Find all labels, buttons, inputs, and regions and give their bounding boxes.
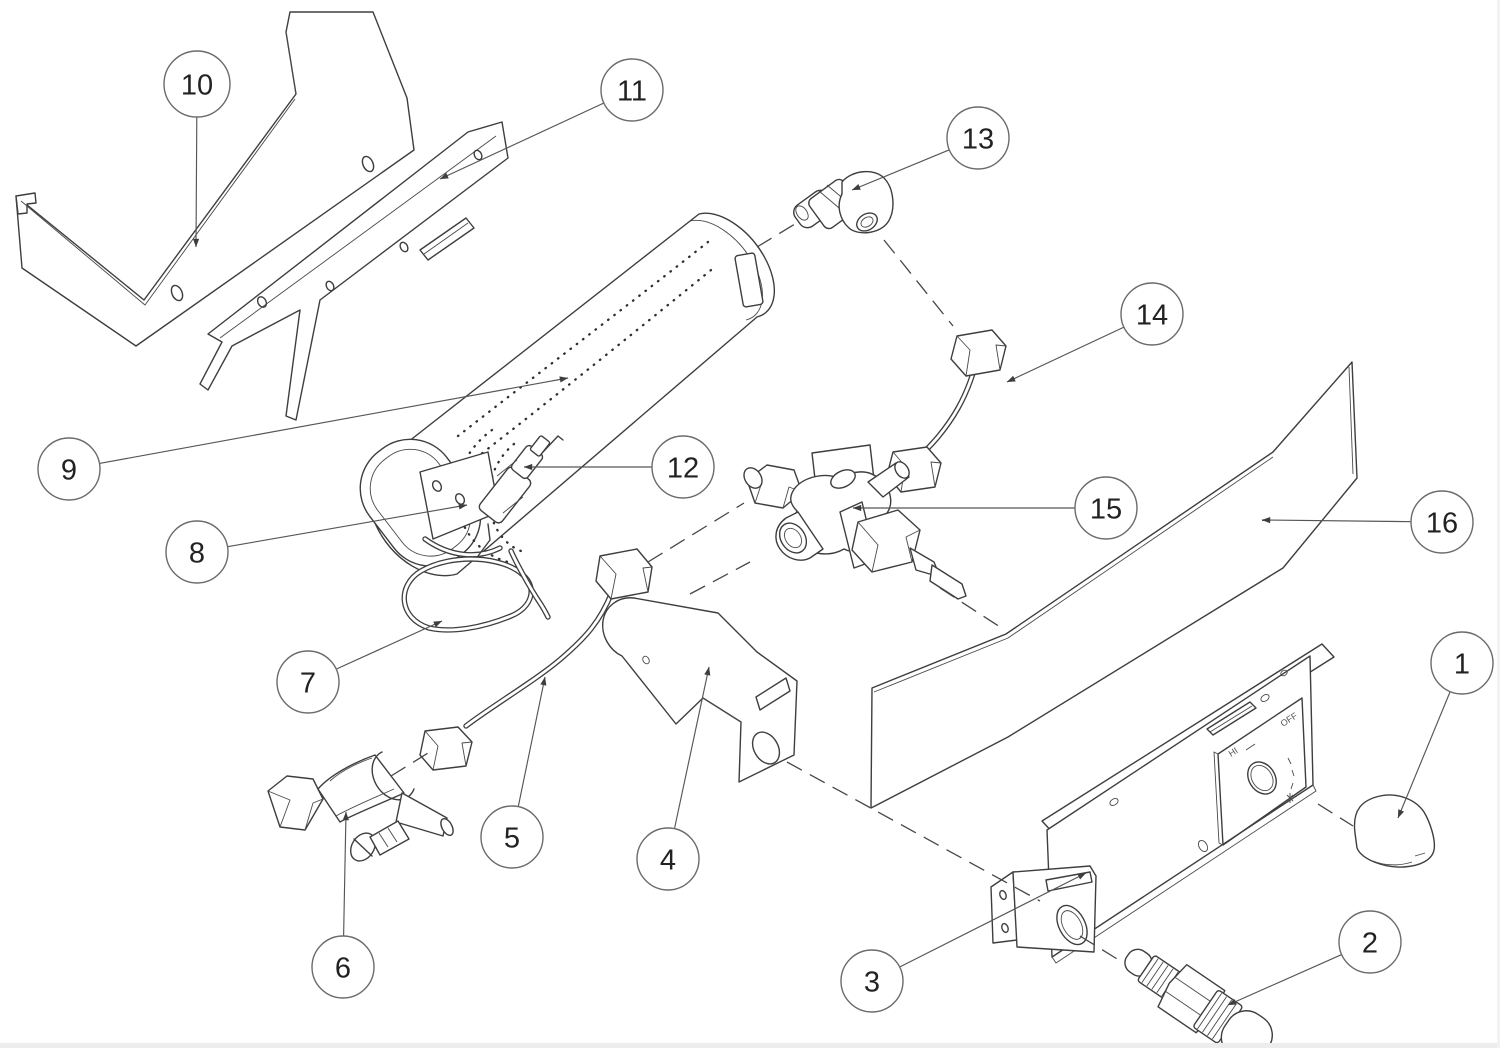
part-10-burner-housing-bracket	[15, 11, 415, 347]
callout-number-3: 3	[864, 966, 880, 998]
leader-line-16	[1261, 516, 1412, 524]
leader-line-9	[99, 376, 569, 465]
part-2-igniter-button	[1124, 948, 1273, 1048]
valve-top-port	[830, 469, 856, 489]
leader-line-14	[1006, 326, 1125, 383]
callout-number-6: 6	[335, 952, 351, 984]
callout-number-8: 8	[189, 537, 205, 569]
callout-circle-15	[1074, 476, 1138, 540]
callout-circle-1	[1430, 631, 1494, 695]
callout-12: 12	[523, 435, 715, 499]
leader-line-10	[192, 116, 200, 248]
part-12-igniter-electrode	[419, 435, 564, 558]
valve-stem	[929, 564, 967, 600]
part-11-burner-mounting-bracket	[199, 121, 509, 421]
callout-circle-9	[37, 437, 101, 501]
leader-line-2	[1227, 954, 1342, 1006]
callout-number-5: 5	[504, 822, 520, 854]
callout-circle-10	[163, 50, 231, 118]
part-7-retainer-wire-clip	[401, 548, 551, 633]
leader-line-13	[851, 149, 950, 191]
callout-1: 1	[1397, 631, 1494, 819]
supply-tube-nut-lower	[419, 726, 473, 771]
panel-graphic-inset	[1217, 697, 1307, 846]
tube-nut-upper	[950, 329, 1007, 377]
callout-number-1: 1	[1454, 648, 1470, 680]
callout-circle-13	[946, 106, 1010, 170]
igniter-hole	[1056, 904, 1088, 946]
leader-line-7	[335, 620, 443, 670]
callout-number-4: 4	[660, 844, 676, 876]
part-1-control-knob	[1353, 794, 1436, 868]
callout-circle-2	[1338, 910, 1402, 974]
leader-line-6	[342, 811, 349, 937]
supply-tube-nut-upper	[595, 548, 653, 600]
callout-3: 3	[840, 872, 1087, 1013]
fitting-hex	[267, 775, 324, 831]
assembly-dash-lines	[390, 223, 1354, 963]
callout-number-9: 9	[61, 454, 77, 486]
callout-circle-5	[480, 805, 544, 869]
callout-circle-8	[165, 520, 229, 584]
callout-5: 5	[480, 676, 547, 869]
callout-13: 13	[851, 106, 1010, 191]
callout-number-11: 11	[617, 75, 647, 107]
callout-4: 4	[636, 666, 711, 891]
callout-8: 8	[165, 503, 468, 584]
callout-circle-7	[276, 650, 340, 714]
knob-hole	[1247, 761, 1277, 795]
callout-circle-11	[600, 58, 664, 122]
leader-line-8	[227, 503, 468, 548]
leader-line-5	[517, 676, 547, 807]
callout-7: 7	[276, 620, 443, 714]
part-16-heat-deflector	[870, 361, 1358, 809]
part-15-gas-valve	[743, 444, 967, 600]
callout-number-13: 13	[962, 123, 994, 155]
leader-line-3	[899, 872, 1087, 968]
callout-number-7: 7	[300, 667, 316, 699]
callout-circle-3	[840, 949, 904, 1013]
leader-line-1	[1397, 691, 1451, 819]
callout-circle-14	[1120, 282, 1184, 346]
part-13-elbow-orifice-fitting	[793, 171, 894, 234]
window-bottom-edge	[0, 1043, 1500, 1048]
callout-10: 10	[163, 50, 231, 248]
part-4-heat-shield-plate	[602, 597, 798, 783]
callout-circle-6	[311, 935, 375, 999]
callout-11: 11	[439, 58, 664, 180]
leader-line-4	[673, 666, 711, 829]
callout-number-12: 12	[667, 452, 699, 484]
part-3-panel-end-bracket	[990, 865, 1097, 953]
callout-circle-16	[1410, 490, 1474, 554]
callout-number-15: 15	[1090, 493, 1122, 525]
callout-15: 15	[852, 476, 1138, 540]
callout-circle-12	[651, 435, 715, 499]
callout-9: 9	[37, 376, 569, 501]
part-6-valve-fitting	[267, 751, 454, 862]
callout-number-10: 10	[181, 69, 213, 101]
callout-2: 2	[1227, 910, 1402, 1006]
part-5-supply-tube	[419, 548, 653, 771]
leader-line-11	[439, 102, 605, 180]
part-9-burner-tube	[359, 212, 776, 577]
callout-circle-4	[636, 827, 700, 891]
callout-6: 6	[311, 811, 375, 999]
callout-16: 16	[1261, 490, 1474, 554]
callout-number-16: 16	[1426, 507, 1458, 539]
window-right-edge	[1497, 0, 1500, 1048]
callout-number-14: 14	[1136, 299, 1168, 331]
callout-number-2: 2	[1362, 927, 1378, 959]
callout-14: 14	[1006, 282, 1184, 383]
